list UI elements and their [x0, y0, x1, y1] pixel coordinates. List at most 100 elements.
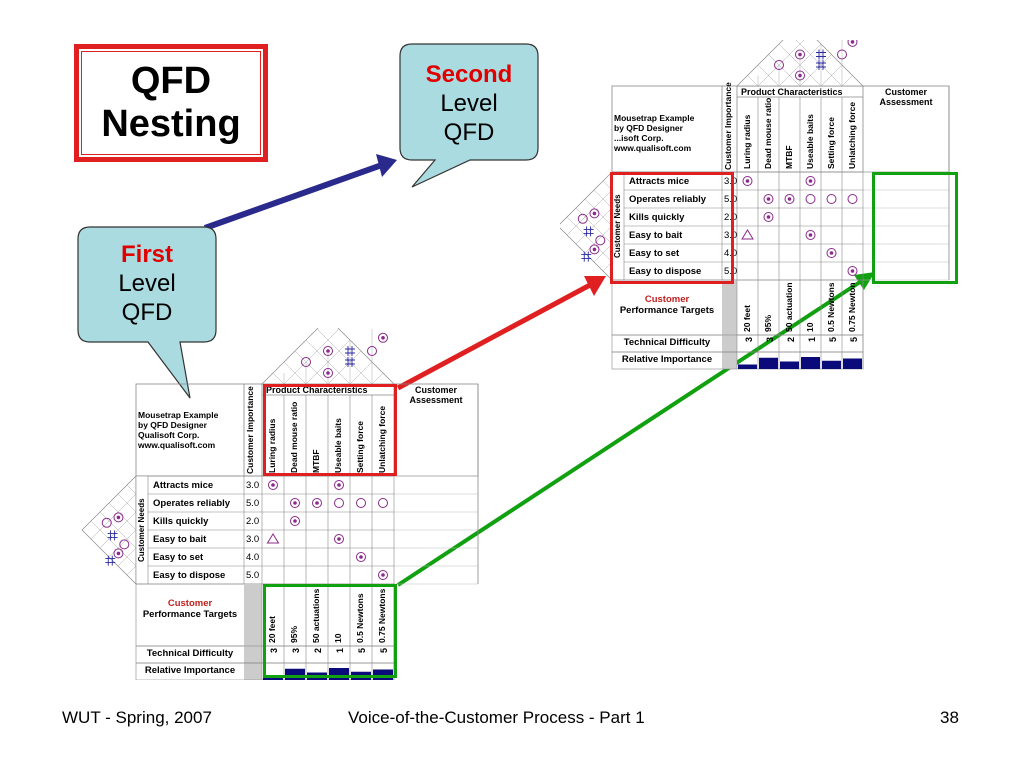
slide-title-box: QFD Nesting: [74, 44, 268, 162]
matrix-symbol-dot: [359, 555, 363, 559]
matrix-symbol-dot: [745, 179, 750, 183]
roof-symbol-3-dot: [326, 349, 330, 353]
footer-center: Voice-of-the-Customer Process - Part 1: [348, 708, 645, 727]
needs-roof-symbol-1: [583, 226, 594, 237]
importance-value: 3.0: [724, 175, 738, 187]
roof-symbol-6: [847, 40, 858, 47]
first-callout-line3: QFD: [121, 299, 173, 326]
relative-importance-label: Relative Importance: [621, 354, 713, 365]
qfd-header-line: Mousetrap Example: [614, 113, 695, 123]
matrix-symbol: [805, 176, 816, 186]
matrix-symbol-dot: [271, 483, 275, 487]
roof-symbol-1: [301, 357, 311, 367]
customer-need-label: Attracts mice: [629, 175, 690, 187]
characteristic-label: Unlatching force: [846, 101, 857, 169]
matrix-symbol: [763, 194, 774, 204]
relative-importance-bar: [801, 357, 820, 369]
navy-arrow-line: [203, 162, 384, 231]
qfd-header-line: by QFD Designer: [138, 420, 207, 430]
second-callout-line3: QFD: [443, 119, 495, 146]
roof-symbol-0: [323, 368, 333, 378]
matrix-symbol: [763, 212, 774, 222]
qfd-header-line: Mousetrap Example: [138, 410, 219, 420]
needs-correlation-roof: [560, 171, 613, 281]
needs-roof-symbol-4-dot: [116, 551, 121, 556]
customer-assessment-label: Customer Assessment: [879, 87, 933, 107]
performance-target-value: 95%: [762, 314, 773, 332]
relative-importance-bar: [373, 669, 393, 680]
importance-value: 4.0: [724, 247, 738, 259]
qfd-header-line: www.qualisoft.com: [614, 143, 692, 153]
matrix-symbol-dot: [293, 519, 297, 523]
matrix-symbol-dot: [766, 197, 771, 201]
performance-targets-label-red: Customer: [644, 294, 690, 305]
characteristic-label: Dead mouse ratio: [762, 97, 773, 169]
relative-importance-label: Relative Importance: [144, 665, 236, 676]
matrix-symbol: [334, 498, 344, 508]
importance-value: 5.0: [724, 193, 738, 205]
roof-symbol-3: [795, 49, 805, 60]
needs-roof-symbol-0: [589, 208, 600, 219]
red-arrow-line: [396, 282, 592, 391]
matrix-symbol-dot: [787, 197, 792, 201]
relative-importance-bar: [822, 360, 841, 369]
characteristic-label: MTBF: [783, 145, 794, 169]
needs-roof-symbol-5: [105, 555, 116, 566]
importance-value: 5.0: [246, 497, 260, 509]
matrix-symbol: [334, 480, 344, 490]
matrix-symbol: [826, 194, 837, 204]
matrix-symbol: [805, 194, 816, 204]
technical-difficulty-value: 5: [848, 337, 859, 343]
importance-value: 3.0: [246, 479, 260, 491]
needs-roof-symbol-3: [101, 517, 112, 528]
footer-left: WUT - Spring, 2007: [62, 708, 212, 727]
needs-roof-symbol-0-dot: [592, 211, 597, 216]
performance-target-value: 0.75 Newtons: [846, 283, 857, 332]
roof-symbol-4: [816, 49, 826, 60]
customer-need-label: Kills quickly: [629, 211, 685, 223]
customer-need-label: Easy to bait: [629, 229, 683, 241]
green-arrow-line: [396, 280, 862, 587]
matrix-symbol: [266, 533, 280, 544]
qfd-header-line: by QFD Designer: [614, 123, 683, 133]
matrix-symbol-dot: [829, 251, 834, 255]
green-highlight-targets: [263, 584, 397, 678]
customer-need-label: Operates reliably: [629, 193, 707, 205]
needs-roof-symbol-0: [113, 512, 124, 523]
second-callout-shape: [399, 43, 539, 188]
needs-roof-symbol-4-dot: [592, 247, 597, 252]
performance-target-value: 50 actuations: [783, 283, 794, 332]
performance-target-value: 0.5 Newtons: [825, 283, 836, 332]
needs-roof-symbol-2: [595, 235, 606, 246]
matrix-symbol: [334, 534, 344, 544]
customer-need-label: Easy to set: [153, 551, 204, 563]
matrix-symbol-dot: [315, 501, 319, 505]
performance-targets-label-red: Customer: [167, 598, 213, 609]
needs-roof-symbol-1: [107, 530, 118, 541]
red-highlight-needs: [610, 172, 734, 284]
matrix-symbol-dot: [337, 483, 341, 487]
matrix-symbol: [312, 498, 322, 508]
importance-value: 2.0: [724, 211, 738, 223]
qfd-grid: [560, 40, 950, 370]
roof-symbol-0-dot: [798, 73, 802, 78]
characteristic-label: Useable baits: [804, 114, 815, 169]
second-callout-highlight: Second: [425, 61, 513, 88]
needs-roof-symbol-4: [113, 548, 124, 559]
matrix-symbol: [742, 176, 753, 186]
performance-target-value: 20 feet: [741, 305, 752, 332]
needs-roof-symbol-0-dot: [116, 515, 121, 520]
roof-symbol-3-dot: [798, 52, 802, 57]
technical-difficulty-label: Technical Difficulty: [146, 648, 234, 659]
matrix-symbol-dot: [850, 269, 855, 273]
customer-needs-label: Customer Needs: [137, 498, 146, 562]
green-arrow-head: [854, 272, 875, 290]
matrix-symbol-dot: [808, 233, 813, 237]
needs-correlation-roof: [81, 475, 137, 585]
first-callout-shape: [77, 226, 217, 399]
performance-targets-label-text: Performance Targets: [142, 609, 238, 620]
matrix-symbol: [356, 552, 366, 562]
